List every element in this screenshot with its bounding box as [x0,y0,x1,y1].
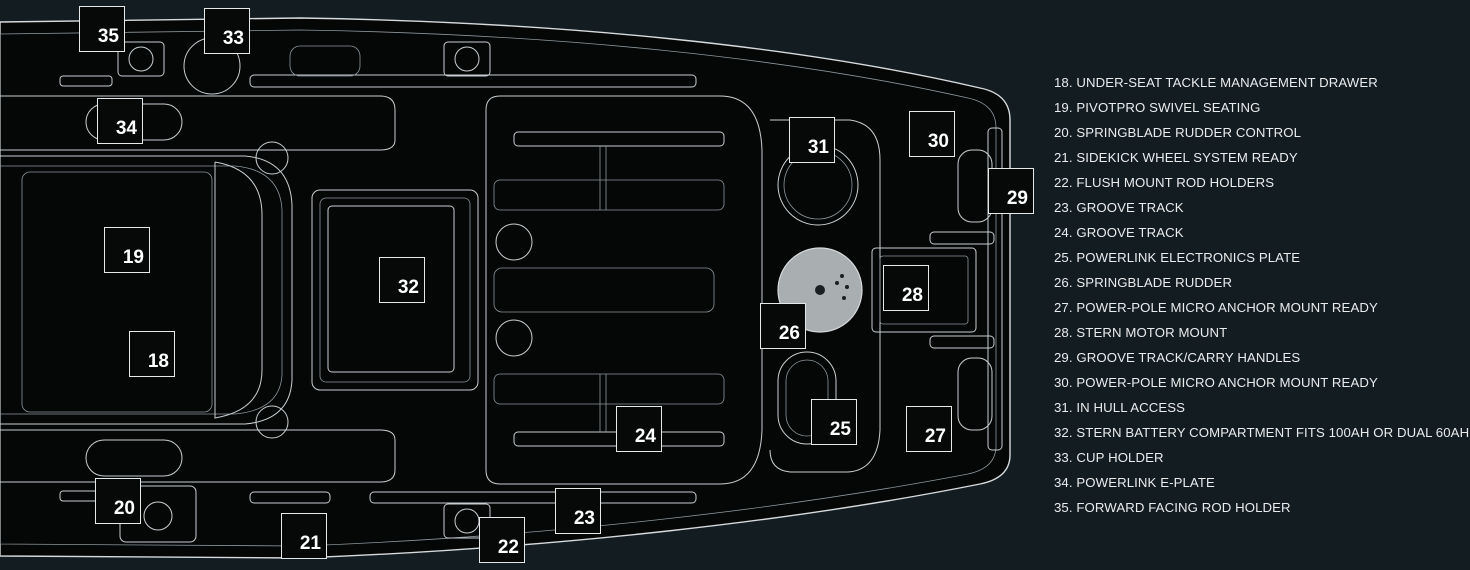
legend-item: 33. CUP HOLDER [1054,450,1164,465]
callout-35: 35 [79,6,125,52]
legend-item: 19. PIVOTPRO SWIVEL SEATING [1054,100,1261,115]
legend-item: 32. STERN BATTERY COMPARTMENT FITS 100AH… [1054,425,1470,440]
legend-item: 21. SIDEKICK WHEEL SYSTEM READY [1054,150,1298,165]
callout-33: 33 [204,8,250,54]
legend-item: 24. GROOVE TRACK [1054,225,1184,240]
legend-item: 25. POWERLINK ELECTRONICS PLATE [1054,250,1301,265]
callout-26: 26 [760,303,806,349]
lower-band [0,429,396,483]
tank-well [485,95,763,485]
callout-32: 32 [379,257,425,303]
feature-legend: 18. UNDER-SEAT TACKLE MANAGEMENT DRAWER … [1054,70,1469,520]
bottom-rail-21 [249,491,331,504]
top-rail [249,74,697,88]
seat-outline [0,155,293,425]
callout-28: 28 [883,265,929,311]
legend-item: 31. IN HULL ACCESS [1054,400,1186,415]
bottom-rail-23 [369,491,697,504]
legend-item: 34. POWERLINK E-PLATE [1054,475,1215,490]
callout-23: 23 [555,488,601,534]
electronics-plate [777,351,837,445]
callout-22: 22 [479,517,525,563]
callout-24: 24 [616,406,662,452]
callout-34: 34 [97,98,143,144]
callout-20: 20 [95,478,141,524]
battery-compartment-inner [327,205,455,373]
battery-compartment-outer [311,189,479,391]
legend-item: 23. GROOVE TRACK [1054,200,1184,215]
stern-motor-mount [871,247,977,333]
top-rail-left [59,75,113,87]
callout-25: 25 [811,399,857,445]
seat-base [21,171,213,413]
callout-30: 30 [909,111,955,157]
callout-18: 18 [129,331,175,377]
callout-27: 27 [906,406,952,452]
seat-back [214,161,263,419]
legend-item: 20. SPRINGBLADE RUDDER CONTROL [1054,125,1302,140]
callout-31: 31 [789,117,835,163]
rod-holder-fore [117,41,165,77]
upper-band [0,95,396,151]
legend-item: 27. POWER-POLE MICRO ANCHOR MOUNT READY [1054,300,1378,315]
legend-item: 30. POWER-POLE MICRO ANCHOR MOUNT READY [1054,375,1378,390]
legend-item: 26. SPRINGBLADE RUDDER [1054,275,1233,290]
legend-item: 18. UNDER-SEAT TACKLE MANAGEMENT DRAWER [1054,75,1378,90]
callout-19: 19 [104,227,150,273]
callout-29: 29 [988,168,1034,214]
legend-item: 35. FORWARD FACING ROD HOLDER [1054,500,1291,515]
legend-item: 29. GROOVE TRACK/CARRY HANDLES [1054,350,1301,365]
callout-21: 21 [281,513,327,559]
legend-item: 28. STERN MOTOR MOUNT [1054,325,1228,340]
stern-track [987,127,1003,451]
legend-item: 22. FLUSH MOUNT ROD HOLDERS [1054,175,1275,190]
seat-inner [0,165,283,415]
